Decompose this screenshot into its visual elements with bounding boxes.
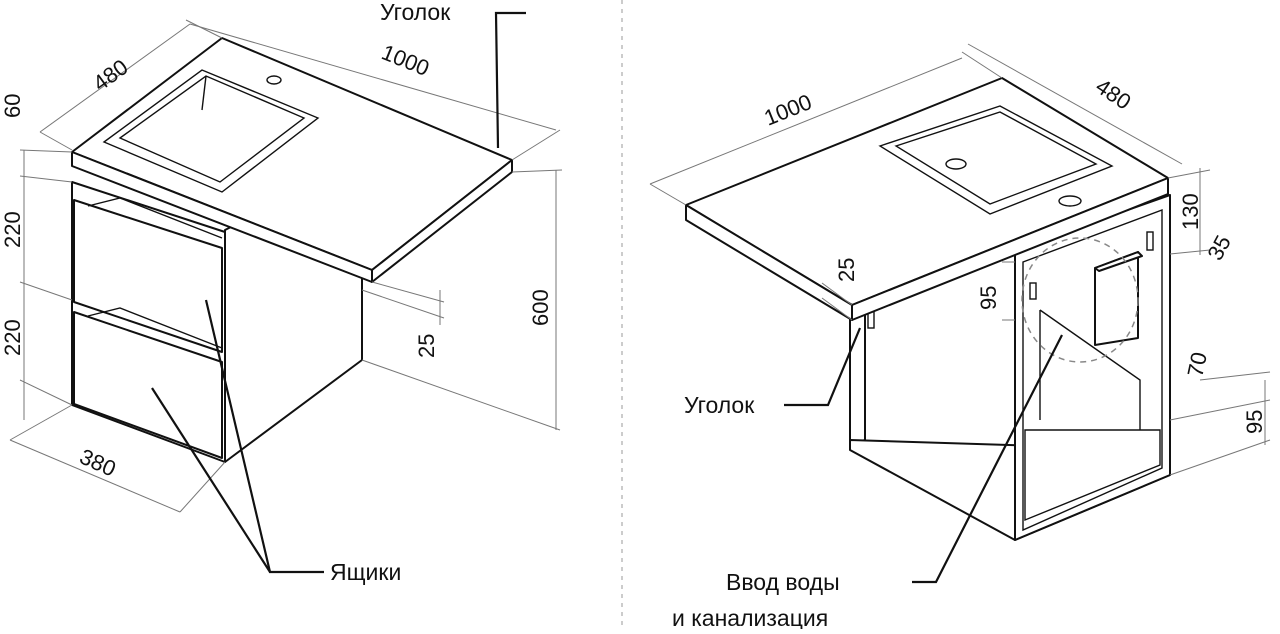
- left-drawer-upper: [73, 199, 223, 353]
- dim-380-text: 380: [76, 444, 120, 482]
- right-countertop-side: [851, 177, 1169, 321]
- dim-ext: [1169, 249, 1211, 255]
- dim-r-130-text: 130: [1178, 193, 1203, 230]
- right-plumbing-box-top: [1094, 251, 1143, 272]
- left-drawer-lower-edge: [87, 307, 223, 349]
- left-corner-label: Уголок: [380, 0, 451, 25]
- dim-ext: [649, 183, 687, 206]
- left-sink-inner: [118, 75, 306, 183]
- dim-ext: [39, 131, 73, 151]
- left-drawer-lower: [73, 311, 223, 459]
- dim-r-95-lower-text: 95: [1242, 410, 1267, 434]
- right-cabinet-opening: [1022, 208, 1163, 532]
- right-inner-shelf: [1039, 309, 1141, 430]
- right-drain-hole: [945, 158, 967, 170]
- dim-r-25-text: 25: [834, 258, 859, 282]
- dim-380-line: [9, 439, 181, 513]
- dim-ext: [1169, 439, 1271, 476]
- dim-1000-line: [189, 23, 557, 131]
- right-plumbing-area: [1021, 237, 1139, 363]
- right-plumbing-label-line1: Ввод воды: [726, 569, 840, 595]
- dim-480-line: [39, 23, 191, 133]
- dim-ext: [179, 461, 226, 513]
- dim-ext: [371, 281, 445, 303]
- dim-ext: [185, 19, 223, 39]
- right-view: 1000 480 130 35 25 95 70 95 Уголок Ввод …: [649, 43, 1271, 631]
- left-drawer-upper-edge: [87, 197, 223, 239]
- left-corner-leader: [494, 11, 526, 149]
- right-corner-leader: [784, 327, 862, 407]
- dim-ext: [821, 297, 853, 321]
- right-sink-inner: [894, 111, 1098, 205]
- right-left-panel: [849, 304, 866, 446]
- dim-1000-text: 1000: [378, 39, 433, 81]
- right-faucet-hole: [1058, 195, 1082, 207]
- dim-220-upper-text: 220: [0, 211, 25, 248]
- dim-ext: [19, 379, 73, 406]
- dim-r-1000-text: 1000: [761, 89, 816, 131]
- dim-25-text: 25: [414, 334, 439, 358]
- dim-ext: [361, 359, 561, 431]
- dim-r-95-upper-text: 95: [976, 286, 1001, 310]
- dim-r-70-text: 70: [1182, 350, 1212, 379]
- dim-ext: [511, 169, 563, 173]
- dim-ext: [821, 282, 853, 306]
- dim-ext: [361, 289, 445, 319]
- dim-ext: [1167, 169, 1211, 179]
- right-sink-outer: [878, 105, 1114, 215]
- left-view: 480 1000 60 220 220 600 25 380 Уголок Ящ…: [0, 0, 563, 585]
- dim-r-1000-line: [649, 57, 963, 185]
- left-drawers-leader-2: [151, 387, 271, 573]
- dim-ext: [9, 404, 73, 441]
- dim-r-480-line: [967, 43, 1183, 165]
- dim-480-text: 480: [88, 54, 132, 96]
- left-sink-inner-edge: [201, 75, 207, 111]
- left-drawers-label: Ящики: [330, 559, 401, 585]
- dim-220-lower-text: 220: [0, 319, 25, 356]
- dim-ext: [19, 149, 73, 153]
- dim-r-480-text: 480: [1091, 73, 1135, 114]
- dim-ext: [19, 175, 73, 183]
- dim-ext: [1199, 371, 1271, 381]
- right-bracket-small: [1029, 282, 1037, 300]
- right-plumbing-label-line2: и канализация: [672, 605, 828, 629]
- left-faucet-hole: [266, 75, 282, 85]
- dim-60-text: 60: [0, 94, 25, 118]
- dim-ext: [19, 281, 73, 301]
- right-inner-drawer: [1024, 429, 1161, 522]
- left-sink-outer: [102, 69, 320, 193]
- dim-r-35-text: 35: [1202, 231, 1236, 264]
- dim-ext: [511, 129, 561, 161]
- dim-600-text: 600: [528, 289, 553, 326]
- dim-ext: [961, 51, 1003, 79]
- right-bracket-back: [1146, 231, 1154, 251]
- dim-ext: [1169, 399, 1271, 421]
- right-corner-label: Уголок: [684, 392, 755, 418]
- right-plumbing-leader: [912, 334, 1063, 584]
